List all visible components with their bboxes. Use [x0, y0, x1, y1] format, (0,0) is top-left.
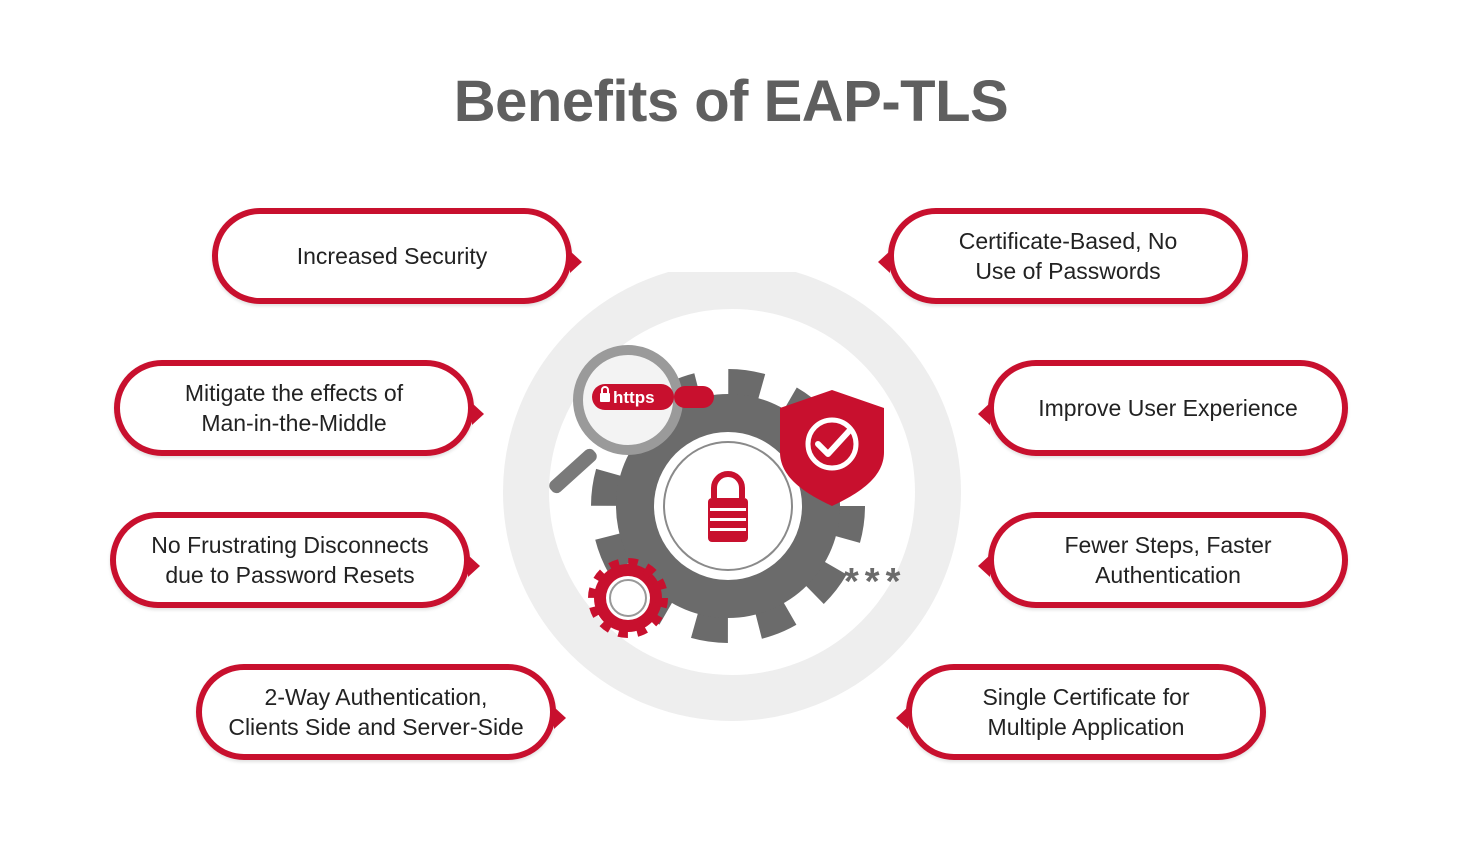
benefit-two-way-auth: 2-Way Authentication, Clients Side and S… — [196, 664, 566, 760]
benefit-label: Increased Security — [296, 243, 488, 269]
benefit-single-certificate: Single Certificate for Multiple Applicat… — [896, 664, 1266, 760]
benefit-label: Single Certificate for Multiple Applicat… — [982, 684, 1190, 740]
benefit-label: No Frustrating Disconnects due to Passwo… — [151, 532, 429, 588]
page-title: Benefits of EAP-TLS — [453, 69, 1009, 134]
security-illustration: https *** — [503, 272, 961, 721]
background-ring — [503, 272, 961, 721]
benefit-increased-security: Increased Security — [212, 208, 582, 304]
benefit-no-disconnects: No Frustrating Disconnects due to Passwo… — [110, 512, 480, 608]
shield-check-icon — [780, 390, 884, 506]
benefit-label: Improve User Experience — [1038, 395, 1298, 421]
benefit-label: Certificate-Based, No Use of Passwords — [958, 228, 1178, 284]
small-gear-icon — [588, 558, 668, 638]
benefit-fewer-steps: Fewer Steps, Faster Authentication — [978, 512, 1348, 608]
benefit-label: 2-Way Authentication, Clients Side and S… — [228, 684, 524, 740]
magnifier-icon: https — [549, 345, 714, 494]
benefit-label: Mitigate the effects of Man-in-the-Middl… — [184, 380, 404, 436]
password-asterisks-icon: *** — [844, 561, 906, 603]
benefit-certificate-based: Certificate-Based, No Use of Passwords — [878, 208, 1248, 304]
benefit-label: Fewer Steps, Faster Authentication — [1064, 532, 1272, 588]
benefit-user-experience: Improve User Experience — [978, 360, 1348, 456]
padlock-icon — [708, 471, 748, 542]
benefit-mitigate-mitm: Mitigate the effects of Man-in-the-Middl… — [114, 360, 484, 456]
https-label: https — [613, 388, 655, 407]
